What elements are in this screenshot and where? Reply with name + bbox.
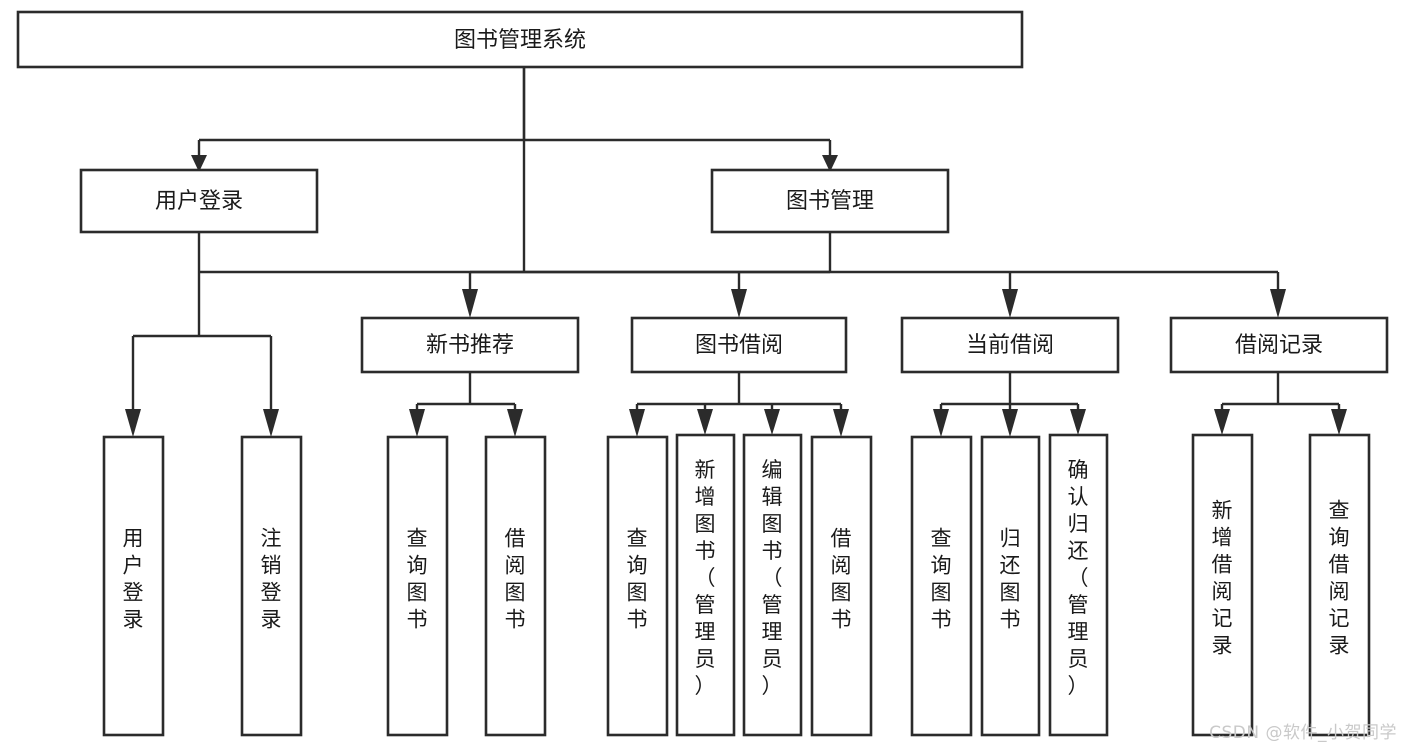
new-book-recommend-box[interactable] [360,316,580,374]
node-book-manage[interactable]: 图书管理 [710,168,950,234]
node-leaf-add-record[interactable]: 新增借阅记录 [1191,433,1254,737]
leaf-query-record-box[interactable] [1308,433,1371,737]
leaf-query-book-1-box[interactable] [386,435,449,737]
arrow-book-manage [822,155,838,172]
leaf-query-book-3-box[interactable] [910,435,973,737]
book-manage-label: 图书管理 [786,189,874,214]
current-borrow-label: 当前借阅 [966,333,1054,358]
arrow-leaf-query-book-3 [933,409,949,437]
node-book-borrow[interactable]: 图书借阅 [630,316,848,374]
arrow-leaf-query-record [1331,409,1347,435]
arrow-leaf-confirm-return [1070,409,1086,435]
node-leaf-return-book[interactable]: 归还图书 [980,435,1041,737]
edges-layer [125,67,1347,437]
leaf-confirm-return-box[interactable] [1048,433,1109,737]
leaf-add-record-label: 新增借阅记录 [1212,499,1233,658]
root-box[interactable] [16,10,1024,69]
node-leaf-query-book-3[interactable]: 查询图书 [910,435,973,737]
node-leaf-confirm-return[interactable]: 确认归还（管理员） [1048,433,1109,737]
leaf-return-book-label: 归还图书 [1000,527,1021,632]
book-manage-box[interactable] [710,168,950,234]
arrow-borrow-record [1270,289,1286,318]
leaf-add-record-box[interactable] [1191,433,1254,737]
leaf-confirm-return-label: 确认归还（管理员） [1068,458,1089,698]
node-root[interactable]: 图书管理系统 [16,10,1024,69]
leaf-borrow-book-2-box[interactable] [810,435,873,737]
arrow-user-login [191,155,207,172]
arrow-leaf-borrow-book-1 [507,409,523,437]
borrow-record-label: 借阅记录 [1235,333,1323,358]
leaf-logout-box[interactable] [240,435,303,737]
leaf-query-book-1-label: 查询图书 [407,527,428,632]
current-borrow-box[interactable] [900,316,1120,374]
leaf-borrow-book-1-label: 借阅图书 [505,527,526,632]
node-borrow-record[interactable]: 借阅记录 [1169,316,1389,374]
arrow-leaf-query-book-2 [629,409,645,437]
leaf-user-login-label: 用户登录 [123,527,144,632]
node-leaf-borrow-book-1[interactable]: 借阅图书 [484,435,547,737]
arrow-leaf-query-book-1 [409,409,425,437]
node-current-borrow[interactable]: 当前借阅 [900,316,1120,374]
arrow-leaf-borrow-book-2 [833,409,849,437]
node-user-login[interactable]: 用户登录 [79,168,319,234]
leaf-edit-book-label: 编辑图书（管理员） [762,458,783,698]
arrow-new-book-recommend [462,289,478,318]
user-login-box[interactable] [79,168,319,234]
root-label: 图书管理系统 [454,28,586,53]
leaf-logout-label: 注销登录 [261,527,282,632]
user-login-label: 用户登录 [155,189,243,214]
arrow-leaf-edit-book [764,409,780,435]
leaf-query-book-2-label: 查询图书 [627,527,648,632]
csdn-watermark: CSDN @软件_小贺同学 [1209,723,1397,743]
arrow-book-borrow [731,289,747,318]
leaf-return-book-box[interactable] [980,435,1041,737]
node-leaf-logout[interactable]: 注销登录 [240,435,303,737]
node-leaf-add-book[interactable]: 新增图书（管理员） [675,433,736,737]
leaf-add-book-box[interactable] [675,433,736,737]
node-leaf-query-book-2[interactable]: 查询图书 [606,435,669,737]
borrow-record-box[interactable] [1169,316,1389,374]
leaf-add-book-label: 新增图书（管理员） [695,458,716,698]
arrow-leaf-return-book [1002,409,1018,437]
arrow-leaf-user-login [125,409,141,437]
leaf-query-record-label: 查询借阅记录 [1329,499,1350,658]
node-leaf-query-record[interactable]: 查询借阅记录 [1308,433,1371,737]
arrow-leaf-add-record [1214,409,1230,435]
leaf-borrow-book-2-label: 借阅图书 [831,527,852,632]
node-leaf-query-book-1[interactable]: 查询图书 [386,435,449,737]
node-leaf-user-login[interactable]: 用户登录 [102,435,165,737]
arrow-leaf-logout [263,409,279,437]
book-borrow-label: 图书借阅 [695,333,783,358]
arrow-current-borrow [1002,289,1018,318]
node-new-book-recommend[interactable]: 新书推荐 [360,316,580,374]
new-book-recommend-label: 新书推荐 [426,333,514,358]
leaf-query-book-2-box[interactable] [606,435,669,737]
node-leaf-edit-book[interactable]: 编辑图书（管理员） [742,433,803,737]
leaf-query-book-3-label: 查询图书 [931,527,952,632]
leaf-user-login-box[interactable] [102,435,165,737]
arrow-leaf-add-book [697,409,713,435]
book-borrow-box[interactable] [630,316,848,374]
leaf-borrow-book-1-box[interactable] [484,435,547,737]
node-leaf-borrow-book-2[interactable]: 借阅图书 [810,435,873,737]
leaf-edit-book-box[interactable] [742,433,803,737]
